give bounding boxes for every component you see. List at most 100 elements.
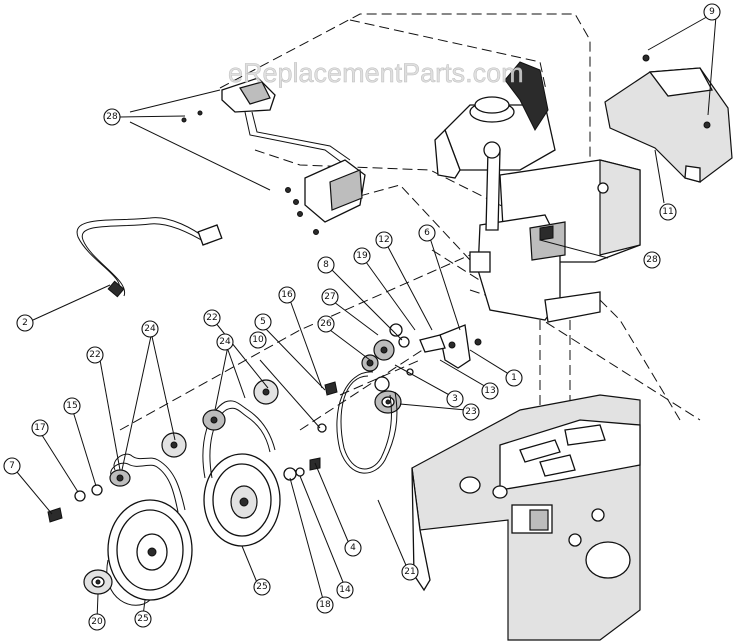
- callout-circle: [316, 596, 334, 614]
- callout-21: 21: [401, 563, 419, 581]
- callout-circle: [446, 390, 464, 408]
- callout-circle: [31, 419, 49, 437]
- callout-circle: [659, 203, 677, 221]
- callout-circle: [216, 333, 234, 351]
- callout-circle: [88, 613, 106, 631]
- callout-label: 26: [320, 319, 332, 329]
- callout-label: 28: [106, 112, 118, 122]
- callout-circle: [505, 369, 523, 387]
- callout-circle: [462, 403, 480, 421]
- callout-circle: [703, 3, 721, 21]
- callout-label: 25: [137, 614, 148, 624]
- callout-26: 26: [317, 315, 335, 333]
- callout-circle: [3, 457, 21, 475]
- callout-12: 12: [375, 231, 393, 249]
- callout-label: 9: [709, 7, 715, 17]
- callout-circle: [336, 581, 354, 599]
- callout-17: 17: [31, 419, 49, 437]
- hub-20: [83, 569, 113, 595]
- callout-label: 28: [646, 255, 658, 265]
- small-hardware-left: [47, 423, 327, 523]
- callout-28: 28: [103, 108, 121, 126]
- drive-belt: [336, 371, 398, 474]
- callout-13: 13: [481, 382, 499, 400]
- callout-label: 17: [34, 423, 45, 433]
- callout-label: 10: [252, 335, 264, 345]
- callout-circle: [203, 309, 221, 327]
- auger-pulley-right: [202, 379, 281, 547]
- callout-label: 18: [319, 600, 331, 610]
- callout-5: 5: [254, 313, 272, 331]
- callout-label: 8: [323, 260, 329, 270]
- electric-starter: [181, 77, 366, 235]
- callout-24: 24: [216, 333, 234, 351]
- callout-circle: [317, 256, 335, 274]
- callout-circle: [344, 539, 362, 557]
- callout-circle: [317, 315, 335, 333]
- callout-18: 18: [316, 596, 334, 614]
- callout-circle: [643, 251, 661, 269]
- callout-28: 28: [643, 251, 661, 269]
- callout-circle: [86, 346, 104, 364]
- callout-label: 22: [89, 350, 100, 360]
- callout-label: 1: [511, 373, 517, 383]
- callout-25: 25: [134, 610, 152, 628]
- callout-label: 7: [9, 461, 15, 471]
- watermark: eReplacementParts.com: [228, 58, 524, 88]
- callout-circle: [278, 286, 296, 304]
- callout-14: 14: [336, 581, 354, 599]
- callout-4: 4: [344, 539, 362, 557]
- idler-bracket-parts: [324, 323, 482, 396]
- callout-label: 16: [281, 290, 293, 300]
- callout-6: 6: [418, 224, 436, 242]
- callout-label: 19: [356, 251, 368, 261]
- callout-circle: [254, 313, 272, 331]
- callout-22: 22: [86, 346, 104, 364]
- callout-circle: [141, 320, 159, 338]
- callout-label: 13: [484, 386, 495, 396]
- callout-19: 19: [353, 247, 371, 265]
- frame-housing: [411, 394, 641, 641]
- callout-leaders: [11, 13, 717, 621]
- callout-27: 27: [321, 288, 339, 306]
- callout-23: 23: [462, 403, 480, 421]
- engine-assembly: [434, 61, 641, 323]
- callout-circle: [63, 397, 81, 415]
- callout-label: 20: [91, 617, 103, 627]
- assembly-dashed-lines: [119, 13, 701, 460]
- callout-3: 3: [446, 390, 464, 408]
- callout-label: 11: [662, 207, 673, 217]
- callout-1: 1: [505, 369, 523, 387]
- callout-label: 4: [350, 543, 356, 553]
- auger-pulley-left: [106, 432, 193, 606]
- callout-22: 22: [203, 309, 221, 327]
- callout-label: 12: [378, 235, 389, 245]
- callout-circle: [353, 247, 371, 265]
- callout-label: 22: [206, 313, 217, 323]
- callout-label: 3: [452, 394, 458, 404]
- belt-cover: [604, 54, 733, 183]
- callout-label: 14: [339, 585, 351, 595]
- callout-15: 15: [63, 397, 81, 415]
- callout-circle: [418, 224, 436, 242]
- callout-label: 21: [404, 567, 415, 577]
- callout-circle: [401, 563, 419, 581]
- callout-label: 15: [66, 401, 77, 411]
- callout-7: 7: [3, 457, 21, 475]
- callout-label: 23: [465, 407, 476, 417]
- callout-label: 24: [144, 324, 156, 334]
- callout-circle: [103, 108, 121, 126]
- callout-9: 9: [703, 3, 721, 21]
- callout-24: 24: [141, 320, 159, 338]
- callout-11: 11: [659, 203, 677, 221]
- callout-circle: [321, 288, 339, 306]
- callout-circle: [249, 331, 267, 349]
- power-cord: [76, 217, 223, 298]
- callout-16: 16: [278, 286, 296, 304]
- callout-circle: [375, 231, 393, 249]
- callout-label: 27: [324, 292, 335, 302]
- callout-label: 6: [424, 228, 430, 238]
- callout-circle: [16, 314, 34, 332]
